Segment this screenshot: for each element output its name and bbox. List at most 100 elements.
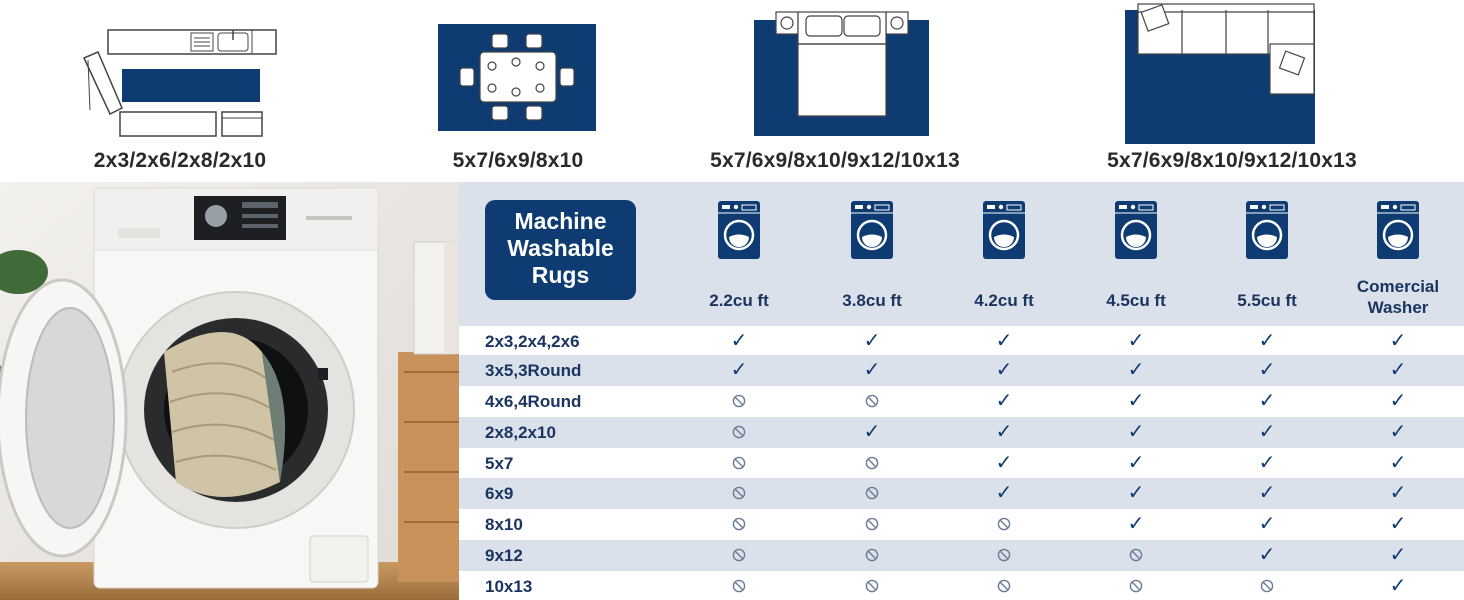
living-room-rug-diagram: 5x7/6x9/8x10/9x12/10x13 (1030, 0, 1464, 182)
sectional-sofa-icon (1125, 3, 1315, 144)
washing-machine-icon (983, 201, 1025, 259)
check-mark: ✓ (1258, 482, 1276, 504)
check-icon: ✓ (1386, 358, 1410, 382)
check-mark: ✓ (1127, 359, 1145, 381)
washing-machine-icon (1377, 201, 1419, 259)
check-icon: ✓ (1386, 329, 1410, 353)
washer-column-header: 5.5cu ft (1207, 200, 1327, 311)
check-mark: ✓ (1389, 390, 1407, 412)
no-entry-icon (727, 389, 751, 413)
check-icon: ✓ (860, 358, 884, 382)
no-entry-icon (860, 574, 884, 598)
prohibited-symbol (997, 579, 1011, 593)
table-row: 6x9✓✓✓✓ (459, 478, 1464, 509)
table-row: 8x10✓✓✓ (459, 509, 1464, 540)
check-mark: ✓ (1389, 513, 1407, 535)
washer-column-header: 3.8cu ft (812, 200, 932, 311)
check-icon: ✓ (1124, 512, 1148, 536)
check-mark: ✓ (863, 359, 881, 381)
dining-rug-diagram: 5x7/6x9/8x10 (380, 0, 650, 182)
check-mark: ✓ (1389, 359, 1407, 381)
no-entry-icon (727, 420, 751, 444)
check-icon: ✓ (727, 329, 751, 353)
prohibited-symbol (865, 456, 879, 470)
check-icon: ✓ (1124, 358, 1148, 382)
prohibited-symbol (997, 517, 1011, 531)
no-entry-icon (1124, 574, 1148, 598)
check-icon: ✓ (992, 358, 1016, 382)
rug-size-label: 6x9 (485, 484, 514, 503)
no-entry-icon (727, 543, 751, 567)
check-icon: ✓ (1386, 512, 1410, 536)
size-label-living: 5x7/6x9/8x10/9x12/10x13 (1107, 149, 1357, 172)
check-icon: ✓ (992, 389, 1016, 413)
check-mark: ✓ (1127, 390, 1145, 412)
check-mark: ✓ (1258, 359, 1276, 381)
no-entry-icon (727, 574, 751, 598)
rug-size-label: 2x8,2x10 (485, 423, 556, 442)
check-mark: ✓ (863, 421, 881, 443)
check-icon: ✓ (1124, 451, 1148, 475)
washing-machine-icon (1246, 201, 1288, 259)
check-icon: ✓ (1386, 389, 1410, 413)
check-mark: ✓ (730, 330, 748, 352)
capacity-label-line: 4.2cu ft (974, 291, 1034, 310)
capacity-label-line: Comercial (1356, 277, 1440, 296)
check-mark: ✓ (1389, 452, 1407, 474)
check-mark: ✓ (863, 330, 881, 352)
check-mark: ✓ (1258, 421, 1276, 443)
check-icon: ✓ (1386, 451, 1410, 475)
washing-machine-icon (851, 201, 893, 259)
check-icon: ✓ (1386, 574, 1410, 598)
check-mark: ✓ (1389, 575, 1407, 597)
check-mark: ✓ (1389, 482, 1407, 504)
washer-column-header: 4.5cu ft (1076, 200, 1196, 311)
check-icon: ✓ (1386, 543, 1410, 567)
room-diagrams: 2x3/2x6/2x8/2x10 5x7/6x9/8x10 (0, 0, 1464, 182)
washing-machine-photo (0, 182, 459, 600)
badge-line: Rugs (531, 262, 590, 288)
check-icon: ✓ (1255, 389, 1279, 413)
prohibited-symbol (732, 456, 746, 470)
rug-size-label: 3x5,3Round (485, 361, 582, 380)
check-mark: ✓ (1258, 513, 1276, 535)
capacity-label-line: Washer (1367, 298, 1429, 317)
check-icon: ✓ (1255, 420, 1279, 444)
check-icon: ✓ (1255, 481, 1279, 505)
check-icon: ✓ (1124, 481, 1148, 505)
washing-machine-icon (718, 201, 760, 259)
check-icon: ✓ (860, 420, 884, 444)
prohibited-symbol (1129, 548, 1143, 562)
size-label-dining: 5x7/6x9/8x10 (452, 149, 584, 172)
capacity-label-line: 3.8cu ft (842, 291, 902, 310)
check-mark: ✓ (730, 359, 748, 381)
check-icon: ✓ (1386, 420, 1410, 444)
prohibited-symbol (1129, 579, 1143, 593)
table-row: 5x7✓✓✓✓ (459, 448, 1464, 479)
check-icon: ✓ (992, 420, 1016, 444)
check-icon: ✓ (992, 451, 1016, 475)
check-mark: ✓ (995, 452, 1013, 474)
washer-column-header: 4.2cu ft (944, 200, 1064, 311)
check-icon: ✓ (1124, 389, 1148, 413)
no-entry-icon (727, 512, 751, 536)
capacity-label-line: 4.5cu ft (1106, 291, 1166, 310)
no-entry-icon (860, 389, 884, 413)
no-entry-icon (727, 481, 751, 505)
kitchen-layout-icon (82, 29, 277, 137)
prohibited-symbol (732, 579, 746, 593)
no-entry-icon (992, 512, 1016, 536)
rug-size-label: 9x12 (485, 546, 523, 565)
capacity-label-line: 2.2cu ft (709, 291, 769, 310)
washing-machine-illustration (0, 182, 459, 600)
size-label-bedroom: 5x7/6x9/8x10/9x12/10x13 (710, 149, 960, 172)
check-icon: ✓ (1386, 481, 1410, 505)
prohibited-symbol (732, 425, 746, 439)
check-mark: ✓ (1258, 452, 1276, 474)
check-mark: ✓ (1127, 482, 1145, 504)
washer-capacity-label: 4.2cu ft (944, 290, 1064, 311)
